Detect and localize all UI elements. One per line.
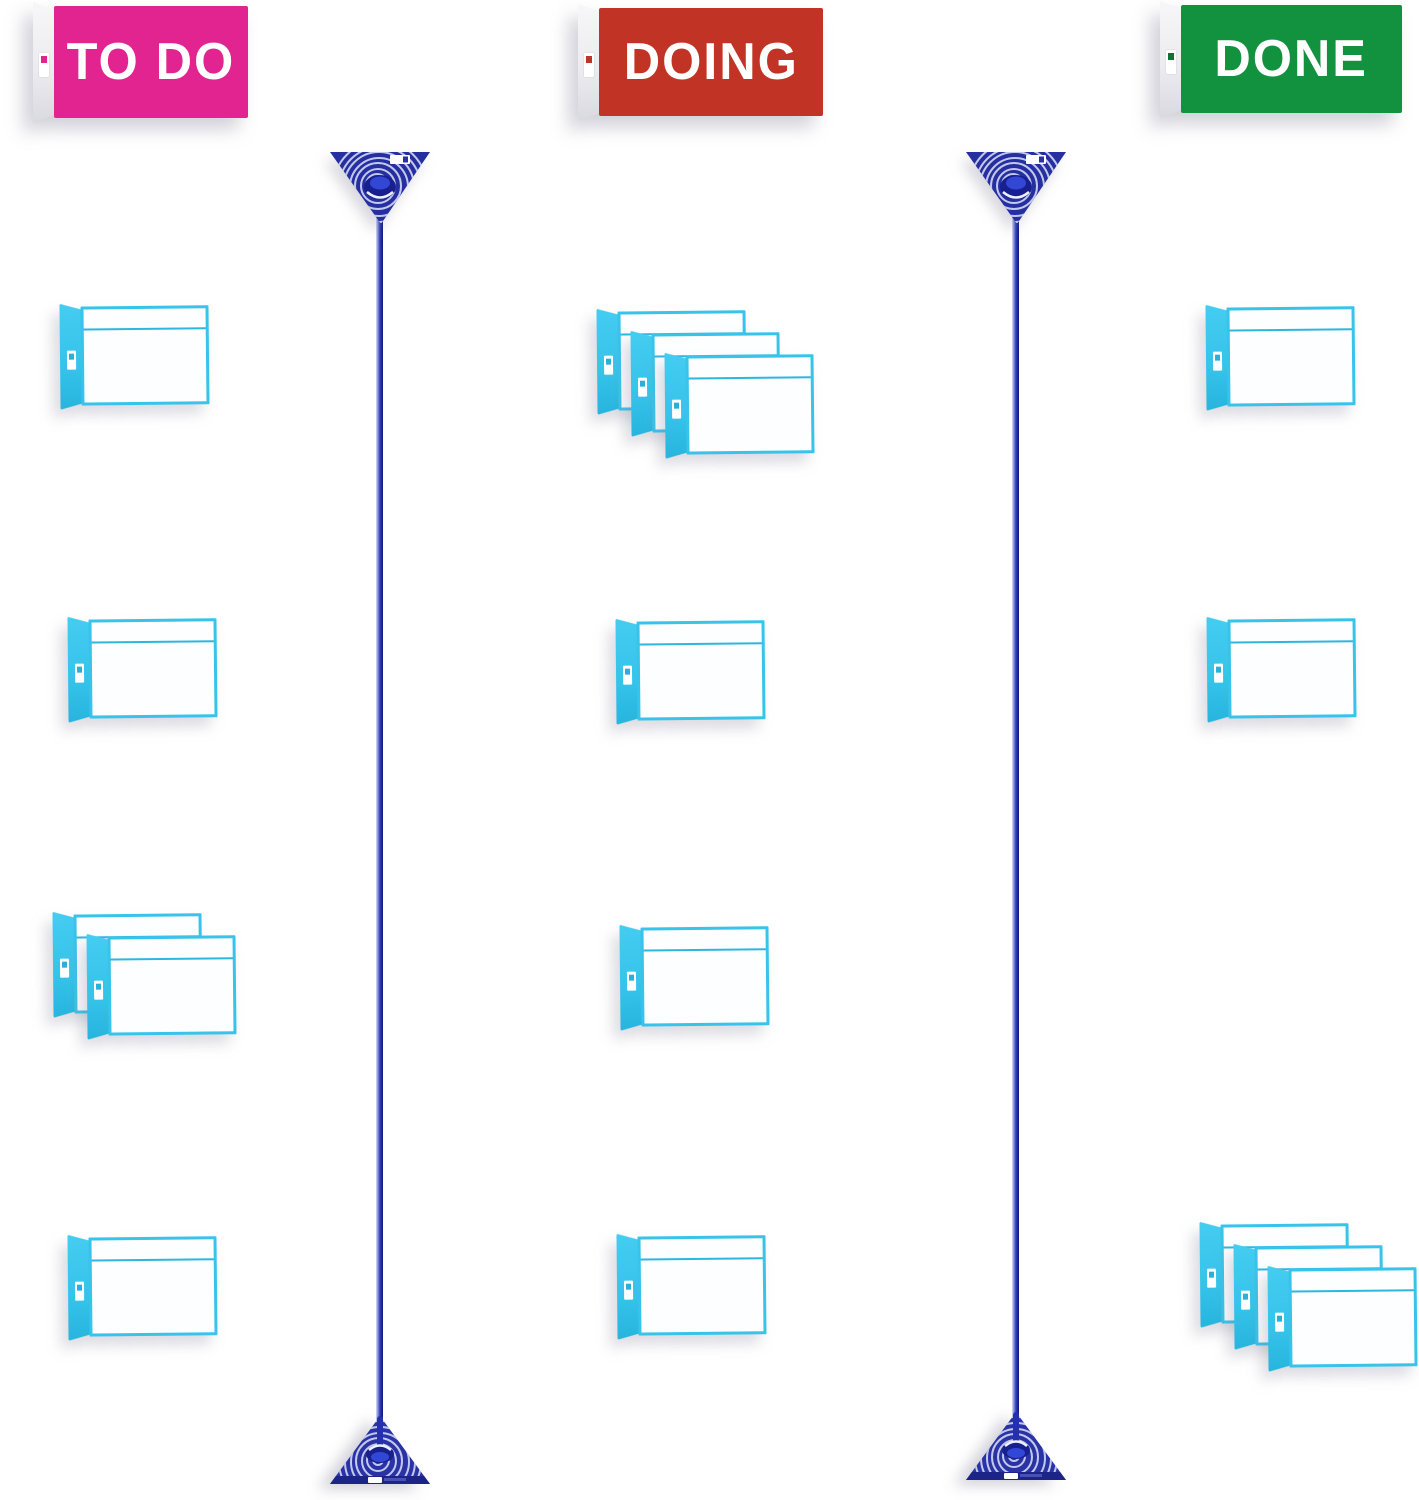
sign-panel: DOING [599,8,823,116]
task-card-done[interactable] [1206,618,1357,719]
brand-sticker-icon [624,1280,633,1299]
brand-sticker-icon [672,399,681,418]
card-face [1288,1267,1418,1368]
card-face [88,618,218,719]
card-title-line [110,957,233,961]
task-card-todo[interactable] [59,305,210,406]
brand-sticker-icon [94,980,103,999]
card-title-line [1229,328,1352,332]
column-title-done: DONE [1214,30,1369,88]
column-title-todo: TO DO [66,33,236,91]
column-header-sign-done: DONE [1160,1,1402,118]
task-card-doing[interactable] [616,1235,767,1336]
card-face [640,926,770,1027]
card-face [1226,306,1356,407]
card-title-line [91,1258,214,1262]
sign-fold-edge [33,2,56,123]
column-header-sign-doing: DOING [578,4,823,121]
brand-sticker-icon [1166,50,1176,75]
card-title-line [688,376,811,380]
sign-panel: TO DO [54,6,248,118]
task-card-doing[interactable] [619,926,770,1027]
card-face [80,305,210,406]
column-divider [964,150,1068,1488]
brand-sticker-icon [75,1281,84,1300]
divider-top-anchor-icon [330,152,430,224]
card-title-line [643,948,766,952]
brand-sticker-icon [604,355,613,374]
brand-sticker-icon [1213,351,1222,370]
column-divider [328,150,432,1492]
card-face [107,935,237,1036]
brand-sticker-icon [627,971,636,990]
brand-sticker-icon [67,350,76,369]
brand-sticker-icon [39,52,49,77]
sign-panel: DONE [1181,5,1402,113]
task-card-doing[interactable] [664,354,815,455]
brand-sticker-icon [75,663,84,682]
brand-sticker-icon [1275,1312,1284,1331]
brand-sticker-icon [623,665,632,684]
task-card-todo[interactable] [67,1236,218,1337]
column-title-doing: DOING [623,33,799,91]
card-title-line [83,327,206,331]
card-title-line [1291,1289,1414,1293]
card-face [1227,618,1357,719]
task-card-todo[interactable] [86,935,237,1036]
task-card-todo[interactable] [67,618,218,719]
card-title-line [640,1257,763,1261]
card-face [637,1235,767,1336]
card-face [636,620,766,721]
task-card-done[interactable] [1267,1267,1418,1368]
brand-sticker-icon [1241,1290,1250,1309]
sign-fold-edge [1160,1,1183,118]
card-title-line [91,640,214,644]
task-card-done[interactable] [1205,306,1356,407]
brand-sticker-icon [1207,1268,1216,1287]
brand-sticker-icon [60,958,69,977]
card-title-line [639,642,762,646]
divider-bottom-anchor-icon [966,1412,1066,1480]
card-face [685,354,815,455]
divider-cord [376,208,383,1444]
divider-cord [1012,208,1019,1440]
task-card-doing[interactable] [615,620,766,721]
brand-sticker-icon [584,53,594,78]
column-header-sign-todo: TO DO [33,2,248,123]
card-title-line [1230,640,1353,644]
card-face [88,1236,218,1337]
divider-top-anchor-icon [966,152,1066,224]
sign-fold-edge [578,4,601,121]
brand-sticker-icon [1214,663,1223,682]
divider-bottom-anchor-icon [330,1416,430,1484]
brand-sticker-icon [638,377,647,396]
